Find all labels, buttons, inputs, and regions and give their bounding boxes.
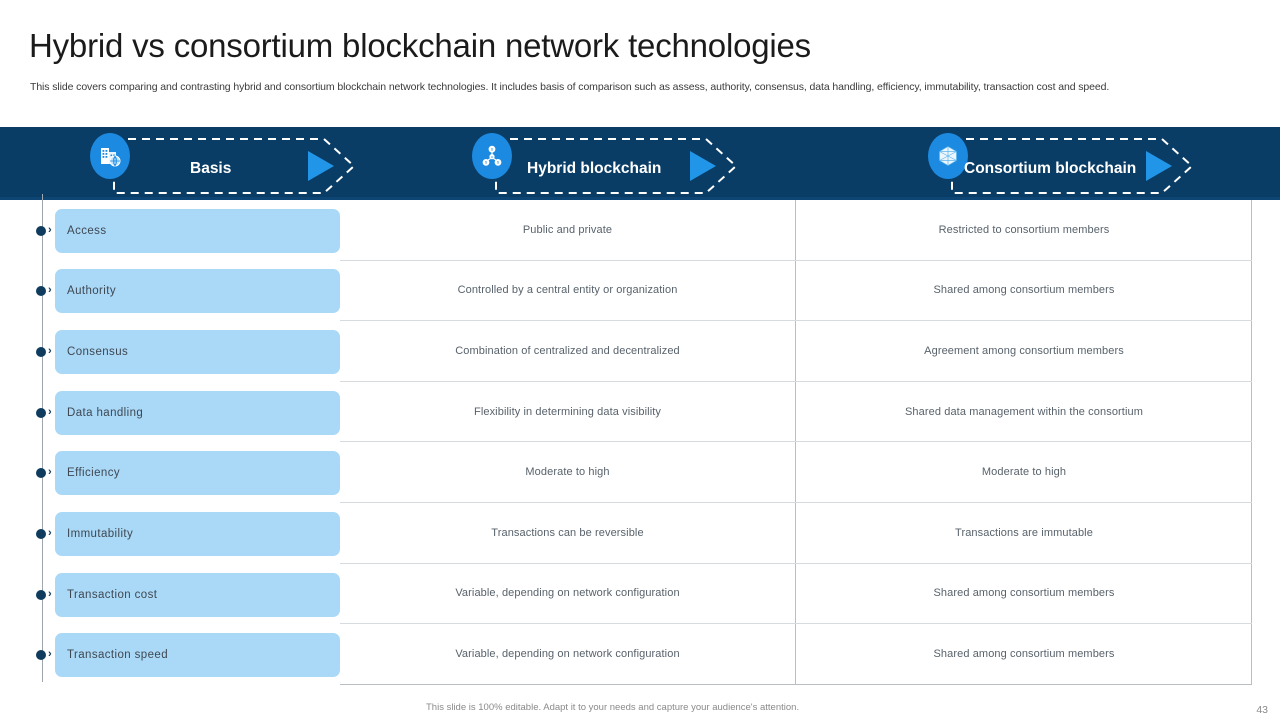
svg-text:$: $ — [491, 147, 493, 151]
column-header-consortium[interactable]: Consortium blockchain — [928, 127, 1194, 200]
cell-hybrid: Moderate to high — [340, 442, 796, 502]
basis-pill: Immutability — [55, 512, 340, 556]
cell-consortium: Transactions are immutable — [955, 526, 1093, 539]
cell-hybrid: Variable, depending on network configura… — [340, 624, 796, 684]
hybrid-arrow-banner — [494, 137, 744, 195]
bullet-chevron-icon: › — [36, 527, 58, 540]
network-nodes-icon: $ o $ $ — [472, 133, 512, 179]
cell-consortium: Shared among consortium members — [933, 587, 1115, 600]
bullet-chevron-icon: › — [36, 224, 58, 237]
basis-column: › Access › Authority › Consensus › Data … — [28, 194, 340, 685]
editable-note: This slide is 100% editable. Adapt it to… — [426, 702, 800, 713]
cell-consortium: Shared among consortium members — [933, 647, 1115, 660]
basis-pill: Efficiency — [55, 451, 340, 495]
basis-spine-line — [42, 194, 43, 682]
header-band-underline — [0, 197, 1280, 200]
column-header-basis[interactable]: Basis — [90, 127, 356, 200]
bullet-chevron-icon: › — [36, 466, 58, 479]
column-header-hybrid[interactable]: $ o $ $ Hybrid blockchain — [472, 127, 738, 200]
basis-item-efficiency[interactable]: › Efficiency — [28, 451, 340, 495]
table-row: Combination of centralized and decentral… — [340, 321, 1252, 382]
basis-pill: Transaction speed — [55, 633, 340, 677]
consortium-arrow-banner — [950, 137, 1200, 195]
consortium-header-label: Consortium blockchain — [964, 160, 1137, 177]
cell-hybrid: Public and private — [340, 200, 796, 260]
basis-pill: Data handling — [55, 391, 340, 435]
basis-label: Transaction cost — [67, 589, 158, 601]
table-row: Variable, depending on network configura… — [340, 624, 1252, 685]
basis-pill: Transaction cost — [55, 573, 340, 617]
basis-item-access[interactable]: › Access — [28, 209, 340, 253]
cell-hybrid: Flexibility in determining data visibili… — [340, 381, 796, 442]
comparison-table: Public and private Restricted to consort… — [340, 200, 1252, 685]
table-row: Moderate to high Moderate to high — [340, 442, 1252, 503]
table-row: Flexibility in determining data visibili… — [340, 381, 1252, 443]
polyhedron-icon — [928, 133, 968, 179]
basis-arrow-banner — [112, 137, 362, 195]
basis-label: Immutability — [67, 528, 134, 540]
cell-hybrid: Transactions can be reversible — [340, 503, 796, 563]
cell-hybrid: Combination of centralized and decentral… — [340, 321, 796, 381]
bullet-chevron-icon: › — [36, 345, 58, 358]
svg-text:$: $ — [497, 161, 499, 165]
city-buildings-icon — [90, 133, 130, 179]
cell-hybrid: Controlled by a central entity or organi… — [340, 260, 796, 321]
basis-pill: Consensus — [55, 330, 340, 374]
page-title: Hybrid vs consortium blockchain network … — [29, 27, 811, 64]
basis-header-label: Basis — [190, 160, 232, 177]
basis-item-transaction-speed[interactable]: › Transaction speed — [28, 633, 340, 677]
svg-text:o: o — [491, 155, 493, 159]
cell-consortium: Restricted to consortium members — [938, 223, 1110, 236]
basis-label: Consensus — [67, 346, 129, 358]
bullet-chevron-icon: › — [36, 588, 58, 601]
table-row: Transactions can be reversible Transacti… — [340, 503, 1252, 564]
page-number: 43 — [1256, 704, 1268, 716]
basis-item-authority[interactable]: › Authority — [28, 269, 340, 313]
basis-item-consensus[interactable]: › Consensus — [28, 330, 340, 374]
basis-item-transaction-cost[interactable]: › Transaction cost — [28, 573, 340, 617]
basis-label: Data handling — [67, 407, 144, 419]
bullet-chevron-icon: › — [36, 406, 58, 419]
table-row: Public and private Restricted to consort… — [340, 200, 1252, 261]
basis-label: Authority — [67, 285, 116, 297]
basis-label: Efficiency — [67, 467, 121, 479]
table-row: Controlled by a central entity or organi… — [340, 260, 1252, 322]
bullet-chevron-icon: › — [36, 648, 58, 661]
table-row: Variable, depending on network configura… — [340, 563, 1252, 625]
cell-hybrid: Variable, depending on network configura… — [340, 563, 796, 624]
bullet-chevron-icon: › — [36, 284, 58, 297]
cell-consortium: Moderate to high — [981, 466, 1067, 479]
svg-text:$: $ — [485, 161, 487, 165]
basis-item-immutability[interactable]: › Immutability — [28, 512, 340, 556]
basis-label: Transaction speed — [67, 649, 168, 661]
cell-consortium: Shared data management within the consor… — [905, 405, 1143, 418]
cell-consortium: Shared among consortium members — [933, 284, 1115, 297]
basis-label: Access — [67, 225, 107, 237]
basis-pill: Access — [55, 209, 340, 253]
basis-pill: Authority — [55, 269, 340, 313]
page-subtitle: This slide covers comparing and contrast… — [30, 81, 1110, 93]
cell-consortium: Agreement among consortium members — [924, 344, 1124, 357]
basis-item-data-handling[interactable]: › Data handling — [28, 391, 340, 435]
hybrid-header-label: Hybrid blockchain — [527, 160, 662, 177]
